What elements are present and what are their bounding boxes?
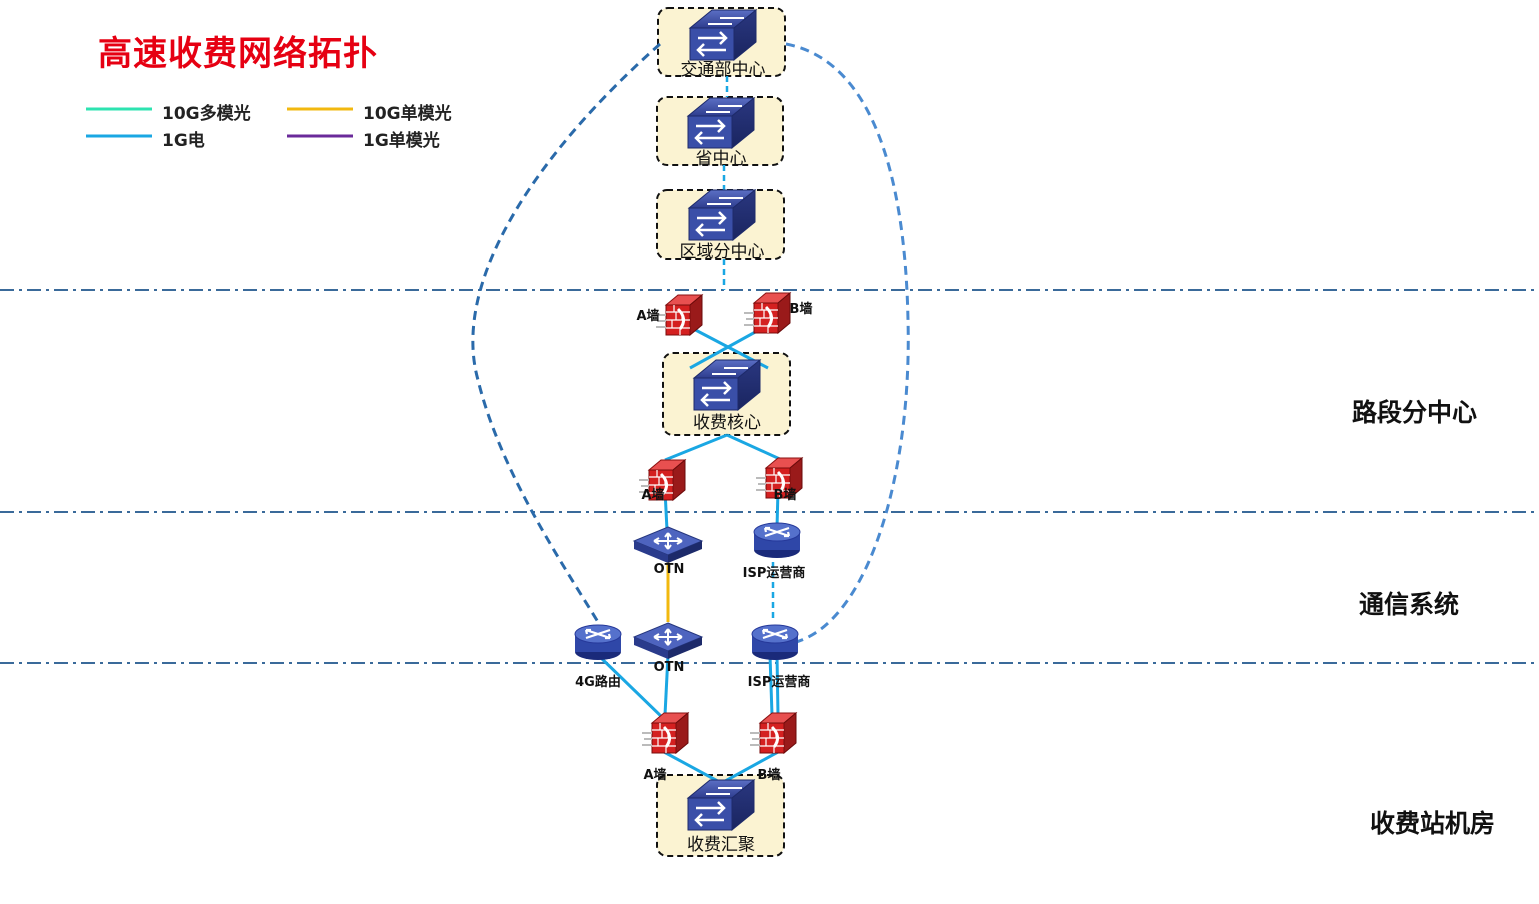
label-fw-a3: A墙 [643, 768, 667, 783]
legend-1g-electrical: 1G电 [162, 131, 205, 151]
legend-lines [86, 107, 353, 138]
firewall-icon [748, 711, 798, 755]
label-otn-lower: OTN [653, 660, 685, 675]
label-otn-upper: OTN [653, 562, 685, 577]
router-icon [750, 623, 800, 662]
node-ministry: 交通部中心 [680, 60, 766, 80]
router-icon [752, 521, 802, 560]
label-fw-b1: B墙 [789, 302, 813, 317]
node-core: 收费核心 [693, 413, 761, 433]
legend-1g-singlemode: 1G单模光 [363, 131, 440, 151]
dashed-links [722, 76, 775, 622]
label-fw-b3: B墙 [757, 768, 781, 783]
node-province: 省中心 [695, 149, 747, 169]
firewall-icon [640, 711, 690, 755]
label-4g-router: 4G路由 [575, 675, 621, 690]
zone-comm-system: 通信系统 [1359, 590, 1460, 619]
zone-station-room: 收费站机房 [1370, 809, 1496, 838]
firewall-icon [654, 293, 704, 337]
firewall-icon [742, 291, 792, 335]
node-region: 区域分中心 [679, 242, 765, 262]
label-isp-lower: ISP运营商 [747, 675, 811, 690]
label-fw-a2: A墙 [641, 488, 665, 503]
router-icon [573, 623, 623, 662]
node-aggregation: 收费汇聚 [687, 835, 755, 855]
otn-icon [633, 526, 703, 564]
label-fw-a1: A墙 [636, 309, 660, 324]
otn-icon [633, 622, 703, 660]
label-isp-upper: ISP运营商 [742, 566, 806, 581]
legend-10g-singlemode: 10G单模光 [363, 104, 452, 124]
backup-curves [471, 42, 910, 644]
label-fw-b2: B墙 [773, 488, 797, 503]
diagram-title: 高速收费网络拓扑 [98, 34, 378, 74]
zone-road-center: 路段分中心 [1352, 398, 1478, 427]
legend-10g-multimode: 10G多模光 [162, 104, 251, 124]
